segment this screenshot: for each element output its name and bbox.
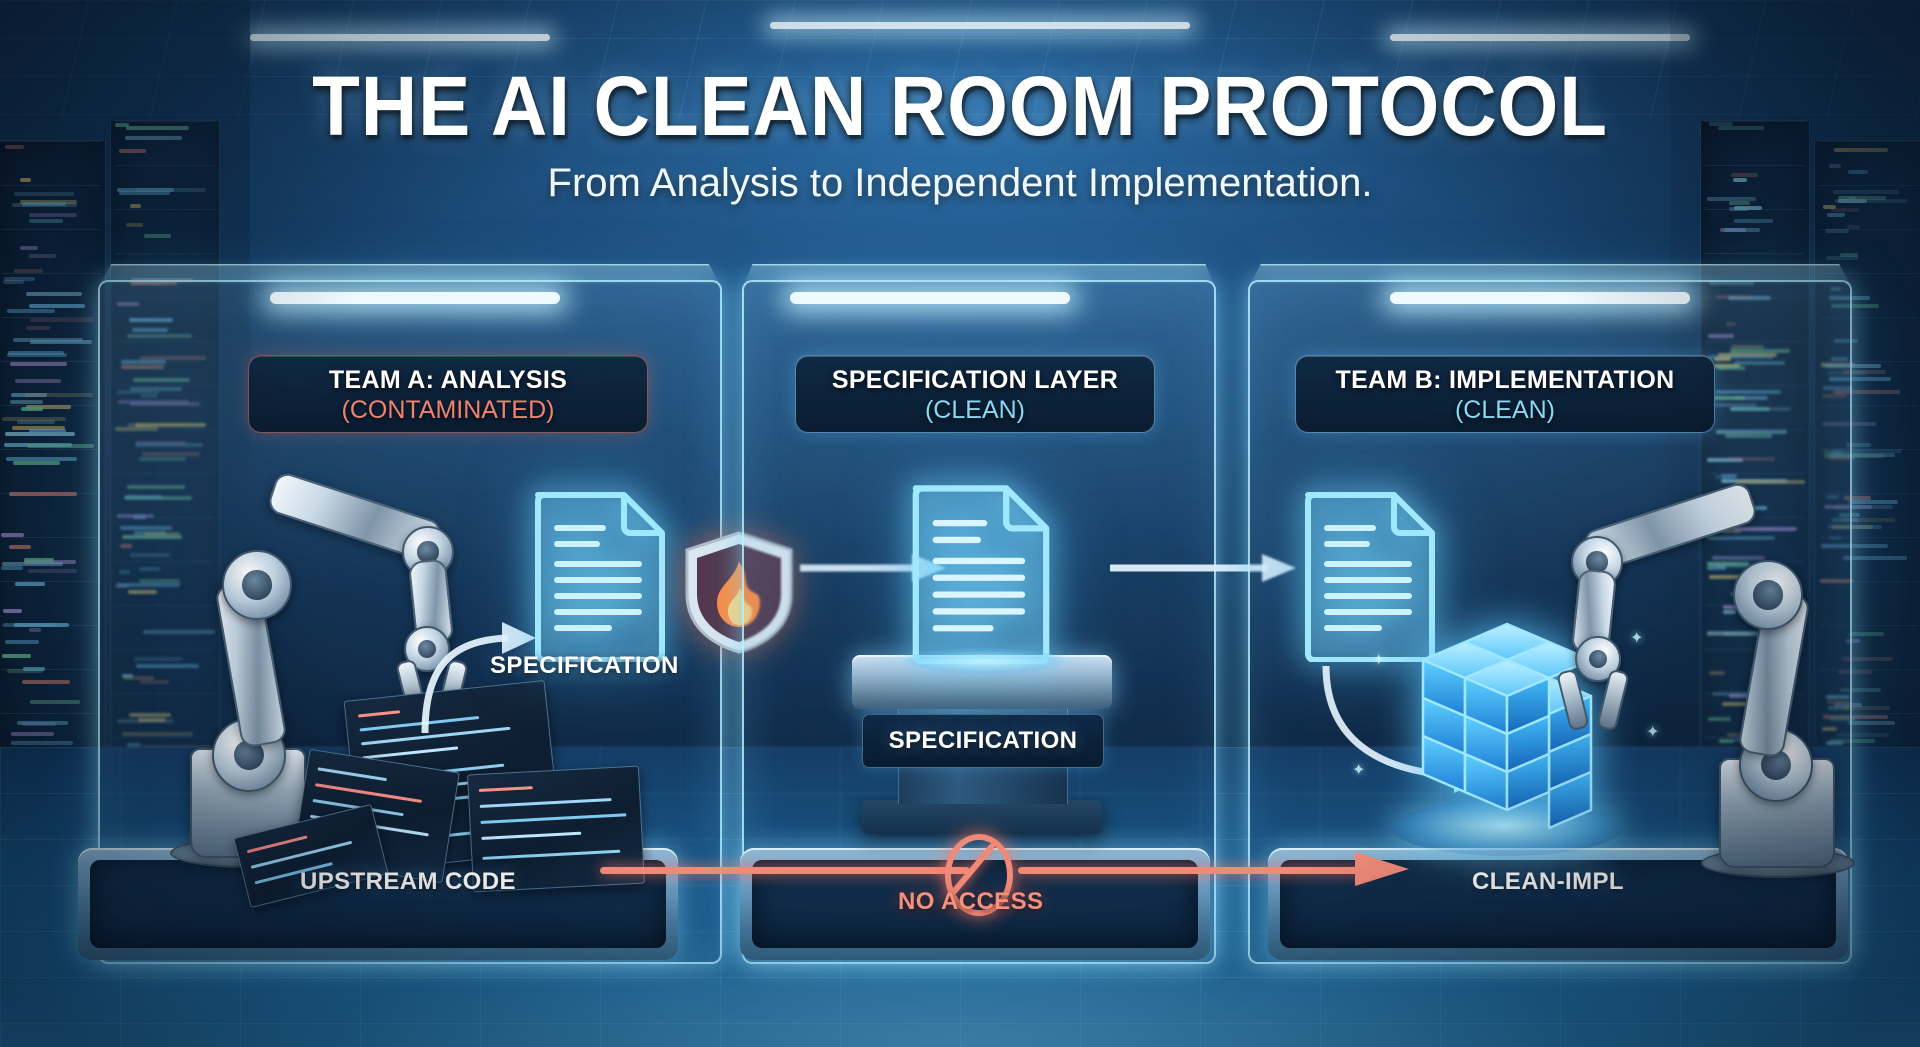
section-label-team-b: TEAM B: IMPLEMENTATION (CLEAN) [1295,355,1715,433]
sparkle-icon: ✦ [1372,650,1385,670]
caption-upstream-code: UPSTREAM CODE [300,868,516,896]
chamber-panel-light [1390,292,1690,304]
ceiling-lamp [250,34,550,41]
section-label-team-a: TEAM A: ANALYSIS (CONTAMINATED) [248,355,648,433]
arrow-right-icon [1355,846,1415,892]
chamber-panel-light [270,292,560,304]
pedestal-spec-plate: SPECIFICATION [862,714,1104,768]
hologram-glow [905,648,1065,674]
page-subtitle: From Analysis to Independent Implementat… [0,161,1920,206]
chamber-panel-light [790,292,1070,304]
section-label-spec-layer: SPECIFICATION LAYER (CLEAN) [795,355,1155,433]
section-label-line1: SPECIFICATION LAYER [814,366,1136,395]
robot-arm-icon [1555,500,1875,900]
caption-specification-pedestal: SPECIFICATION [889,727,1078,755]
no-access-label: NO ACCESS [898,888,1043,916]
caption-specification-left: SPECIFICATION [490,652,679,680]
section-label-line2: (CLEAN) [814,396,1136,425]
section-label-line1: TEAM A: ANALYSIS [267,366,629,395]
sparkle-icon: ✦ [1352,760,1365,780]
section-label-line2: (CLEAN) [1314,396,1696,425]
ceiling-lamp [770,22,1190,29]
header: THE AI CLEAN ROOM PROTOCOL From Analysis… [0,58,1920,206]
document-icon [528,487,672,662]
ceiling-lamp [1390,34,1690,41]
section-label-line1: TEAM B: IMPLEMENTATION [1314,366,1696,395]
section-label-line2: (CONTAMINATED) [267,396,629,425]
pedestal-base [862,800,1102,834]
document-icon [905,480,1057,664]
page-title: THE AI CLEAN ROOM PROTOCOL [67,58,1853,155]
